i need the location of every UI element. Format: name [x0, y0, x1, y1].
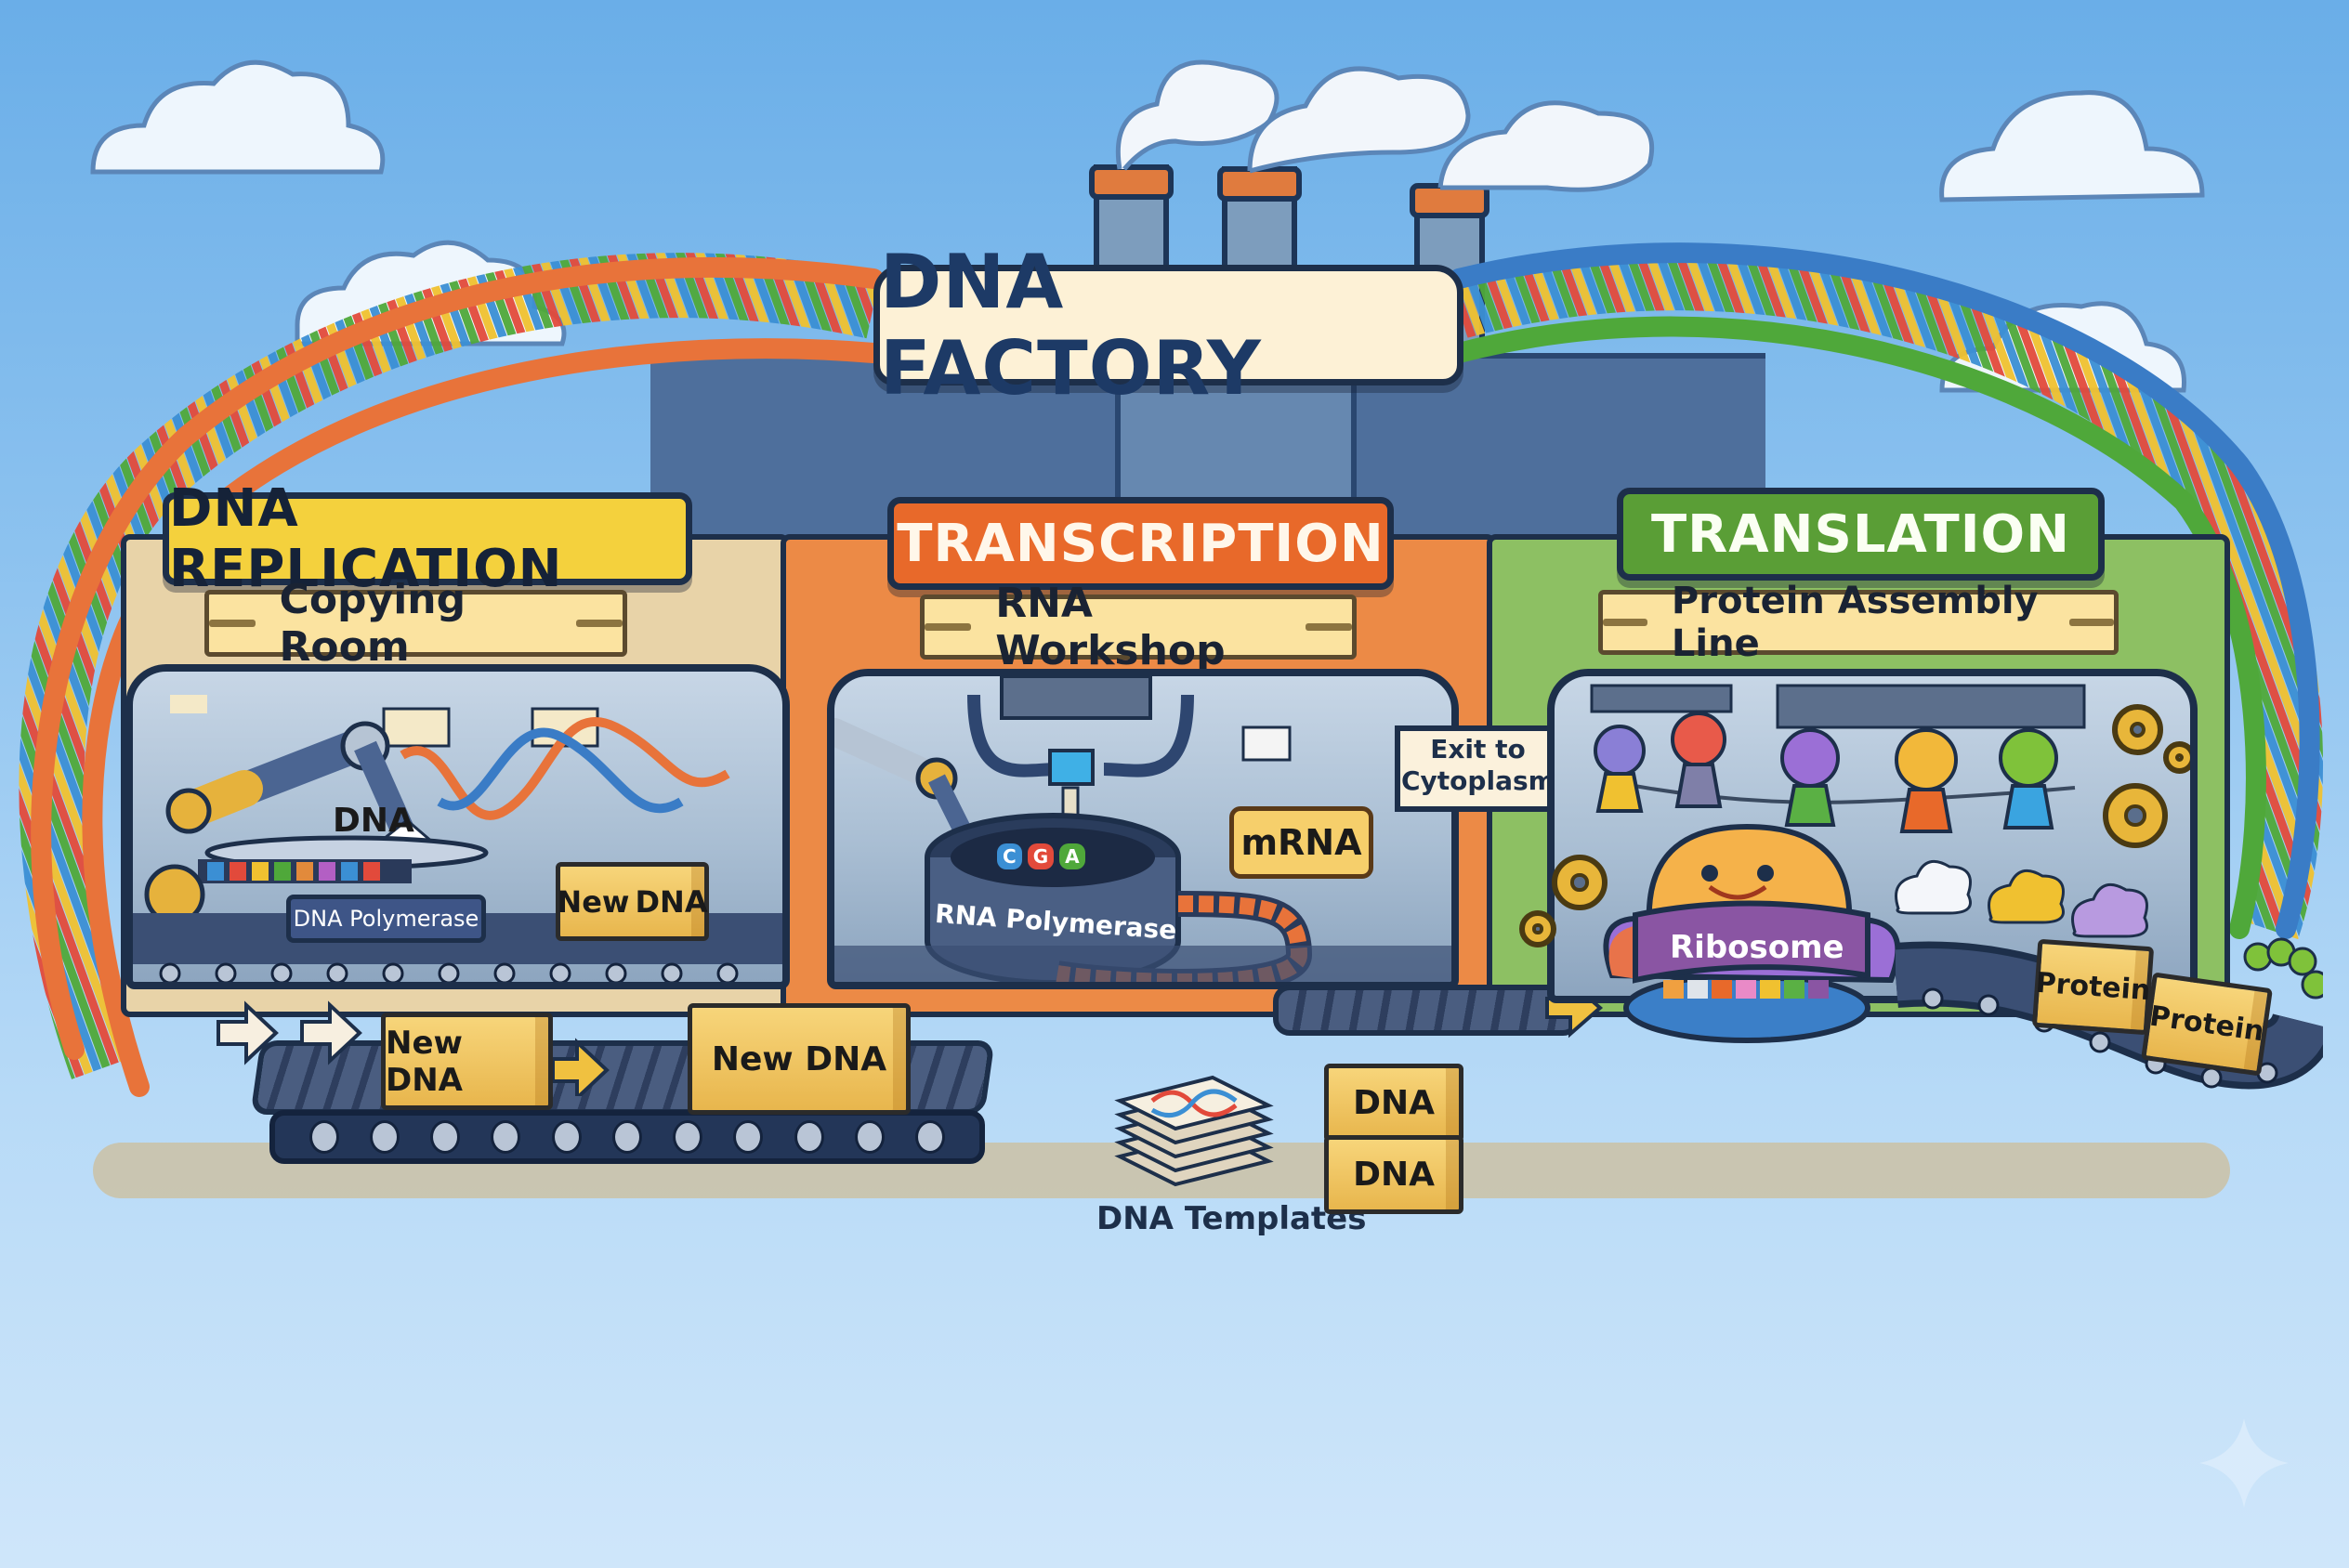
section-title: DNA REPLICATION — [169, 478, 563, 599]
cloud-icon — [1939, 90, 2205, 203]
base-c: C — [997, 843, 1022, 869]
transcription-room: C G A RNA Polymerase mRNA — [827, 669, 1459, 989]
page-title: DNA FACTORY — [880, 239, 1262, 412]
gear-icon — [2103, 783, 2168, 848]
factory-title-sign: DNA FACTORY — [873, 239, 1463, 412]
protein-box: Protein — [2031, 938, 2155, 1036]
cloud-icon — [1895, 859, 1972, 915]
cloud-icon — [1988, 869, 2065, 924]
conveyor-belt — [1273, 985, 1580, 1036]
box-text: New — [557, 883, 630, 920]
bubble-text: mRNA — [1240, 822, 1362, 863]
cloud-icon — [2071, 882, 2148, 938]
conveyor-base — [269, 1110, 985, 1164]
box-text: DNA — [1353, 1084, 1435, 1122]
gear-icon — [2163, 741, 2190, 774]
subtitle-text: RNA Workshop — [995, 580, 1226, 674]
section-title: TRANSLATION — [1650, 503, 2071, 565]
section-title: TRANSCRIPTION — [897, 513, 1384, 574]
section-subtitle-translation: Protein Assembly Line — [1598, 580, 2119, 665]
base-g: G — [1027, 843, 1055, 869]
translation-room — [1547, 669, 2198, 1003]
exit-line-1: Exit to — [1430, 734, 1526, 764]
box-text: DNA — [635, 883, 708, 920]
section-sign-transcription: TRANSCRIPTION — [887, 497, 1394, 590]
new-dna-box: New DNA — [381, 1013, 553, 1110]
amino-acid-chain — [2243, 937, 2323, 1000]
dna-strand-label: DNA — [333, 802, 414, 840]
arrow-right-icon — [217, 1000, 279, 1065]
divider — [576, 620, 623, 627]
section-sign-translation: TRANSLATION — [1617, 488, 2105, 581]
box-text: New DNA — [711, 1039, 887, 1078]
dna-templates-stack — [1114, 1075, 1274, 1187]
replication-room: DNA DNA Polymerase New DNA — [125, 664, 790, 989]
section-subtitle-transcription: RNA Workshop — [920, 580, 1357, 674]
enzyme-text: DNA Polymerase — [293, 906, 479, 932]
ribosome-label: Ribosome — [1670, 929, 1844, 966]
section-subtitle-replication: Copying Room — [204, 576, 627, 671]
dna-helix-icon — [1150, 1089, 1238, 1118]
box-text: DNA — [1353, 1156, 1435, 1194]
new-dna-box: New DNA — [556, 862, 709, 941]
divider — [2069, 619, 2114, 626]
amino-acid-character-icon — [1780, 728, 1840, 827]
arrow-right-icon — [551, 1038, 610, 1096]
gear-icon — [1519, 910, 1556, 947]
amino-acid-character-icon — [1594, 725, 1646, 813]
box-text: Protein — [2034, 966, 2152, 1008]
dna-storage-box: DNA — [1324, 1064, 1463, 1143]
dna-helix-icon — [400, 717, 730, 820]
vat-bases: C G A — [997, 843, 1085, 869]
box-text: New DNA — [386, 1024, 463, 1099]
amino-acid-character-icon — [1895, 728, 1958, 833]
ribosome-icon — [1603, 823, 1901, 1043]
mrna-speech-bubble: mRNA — [1229, 806, 1373, 879]
amino-acid-character-icon — [1671, 712, 1726, 808]
base-a: A — [1059, 843, 1085, 869]
divider — [209, 620, 256, 627]
divider — [925, 623, 972, 631]
box-text: Protein — [2147, 1000, 2266, 1049]
gear-icon — [1552, 855, 1608, 910]
exit-line-2: Cytoplasm — [1401, 765, 1555, 796]
amino-acid-character-icon — [1999, 728, 2058, 830]
subtitle-text: Protein Assembly Line — [1671, 580, 2039, 665]
dna-storage-box: DNA — [1324, 1135, 1463, 1214]
protein-box: Protein — [2141, 972, 2273, 1077]
section-sign-replication: DNA REPLICATION — [163, 478, 692, 599]
new-dna-box: New DNA — [688, 1003, 911, 1115]
dna-templates-label: DNA Templates — [1096, 1200, 1367, 1237]
cloud-icon — [90, 59, 386, 175]
gear-icon — [2112, 704, 2163, 755]
subtitle-text: Copying Room — [279, 576, 466, 671]
sparkle-icon — [2199, 1418, 2289, 1508]
arrow-right-icon — [300, 1000, 362, 1065]
divider — [1305, 623, 1352, 631]
dna-polymerase-label: DNA Polymerase — [286, 895, 486, 943]
divider — [1603, 619, 1647, 626]
